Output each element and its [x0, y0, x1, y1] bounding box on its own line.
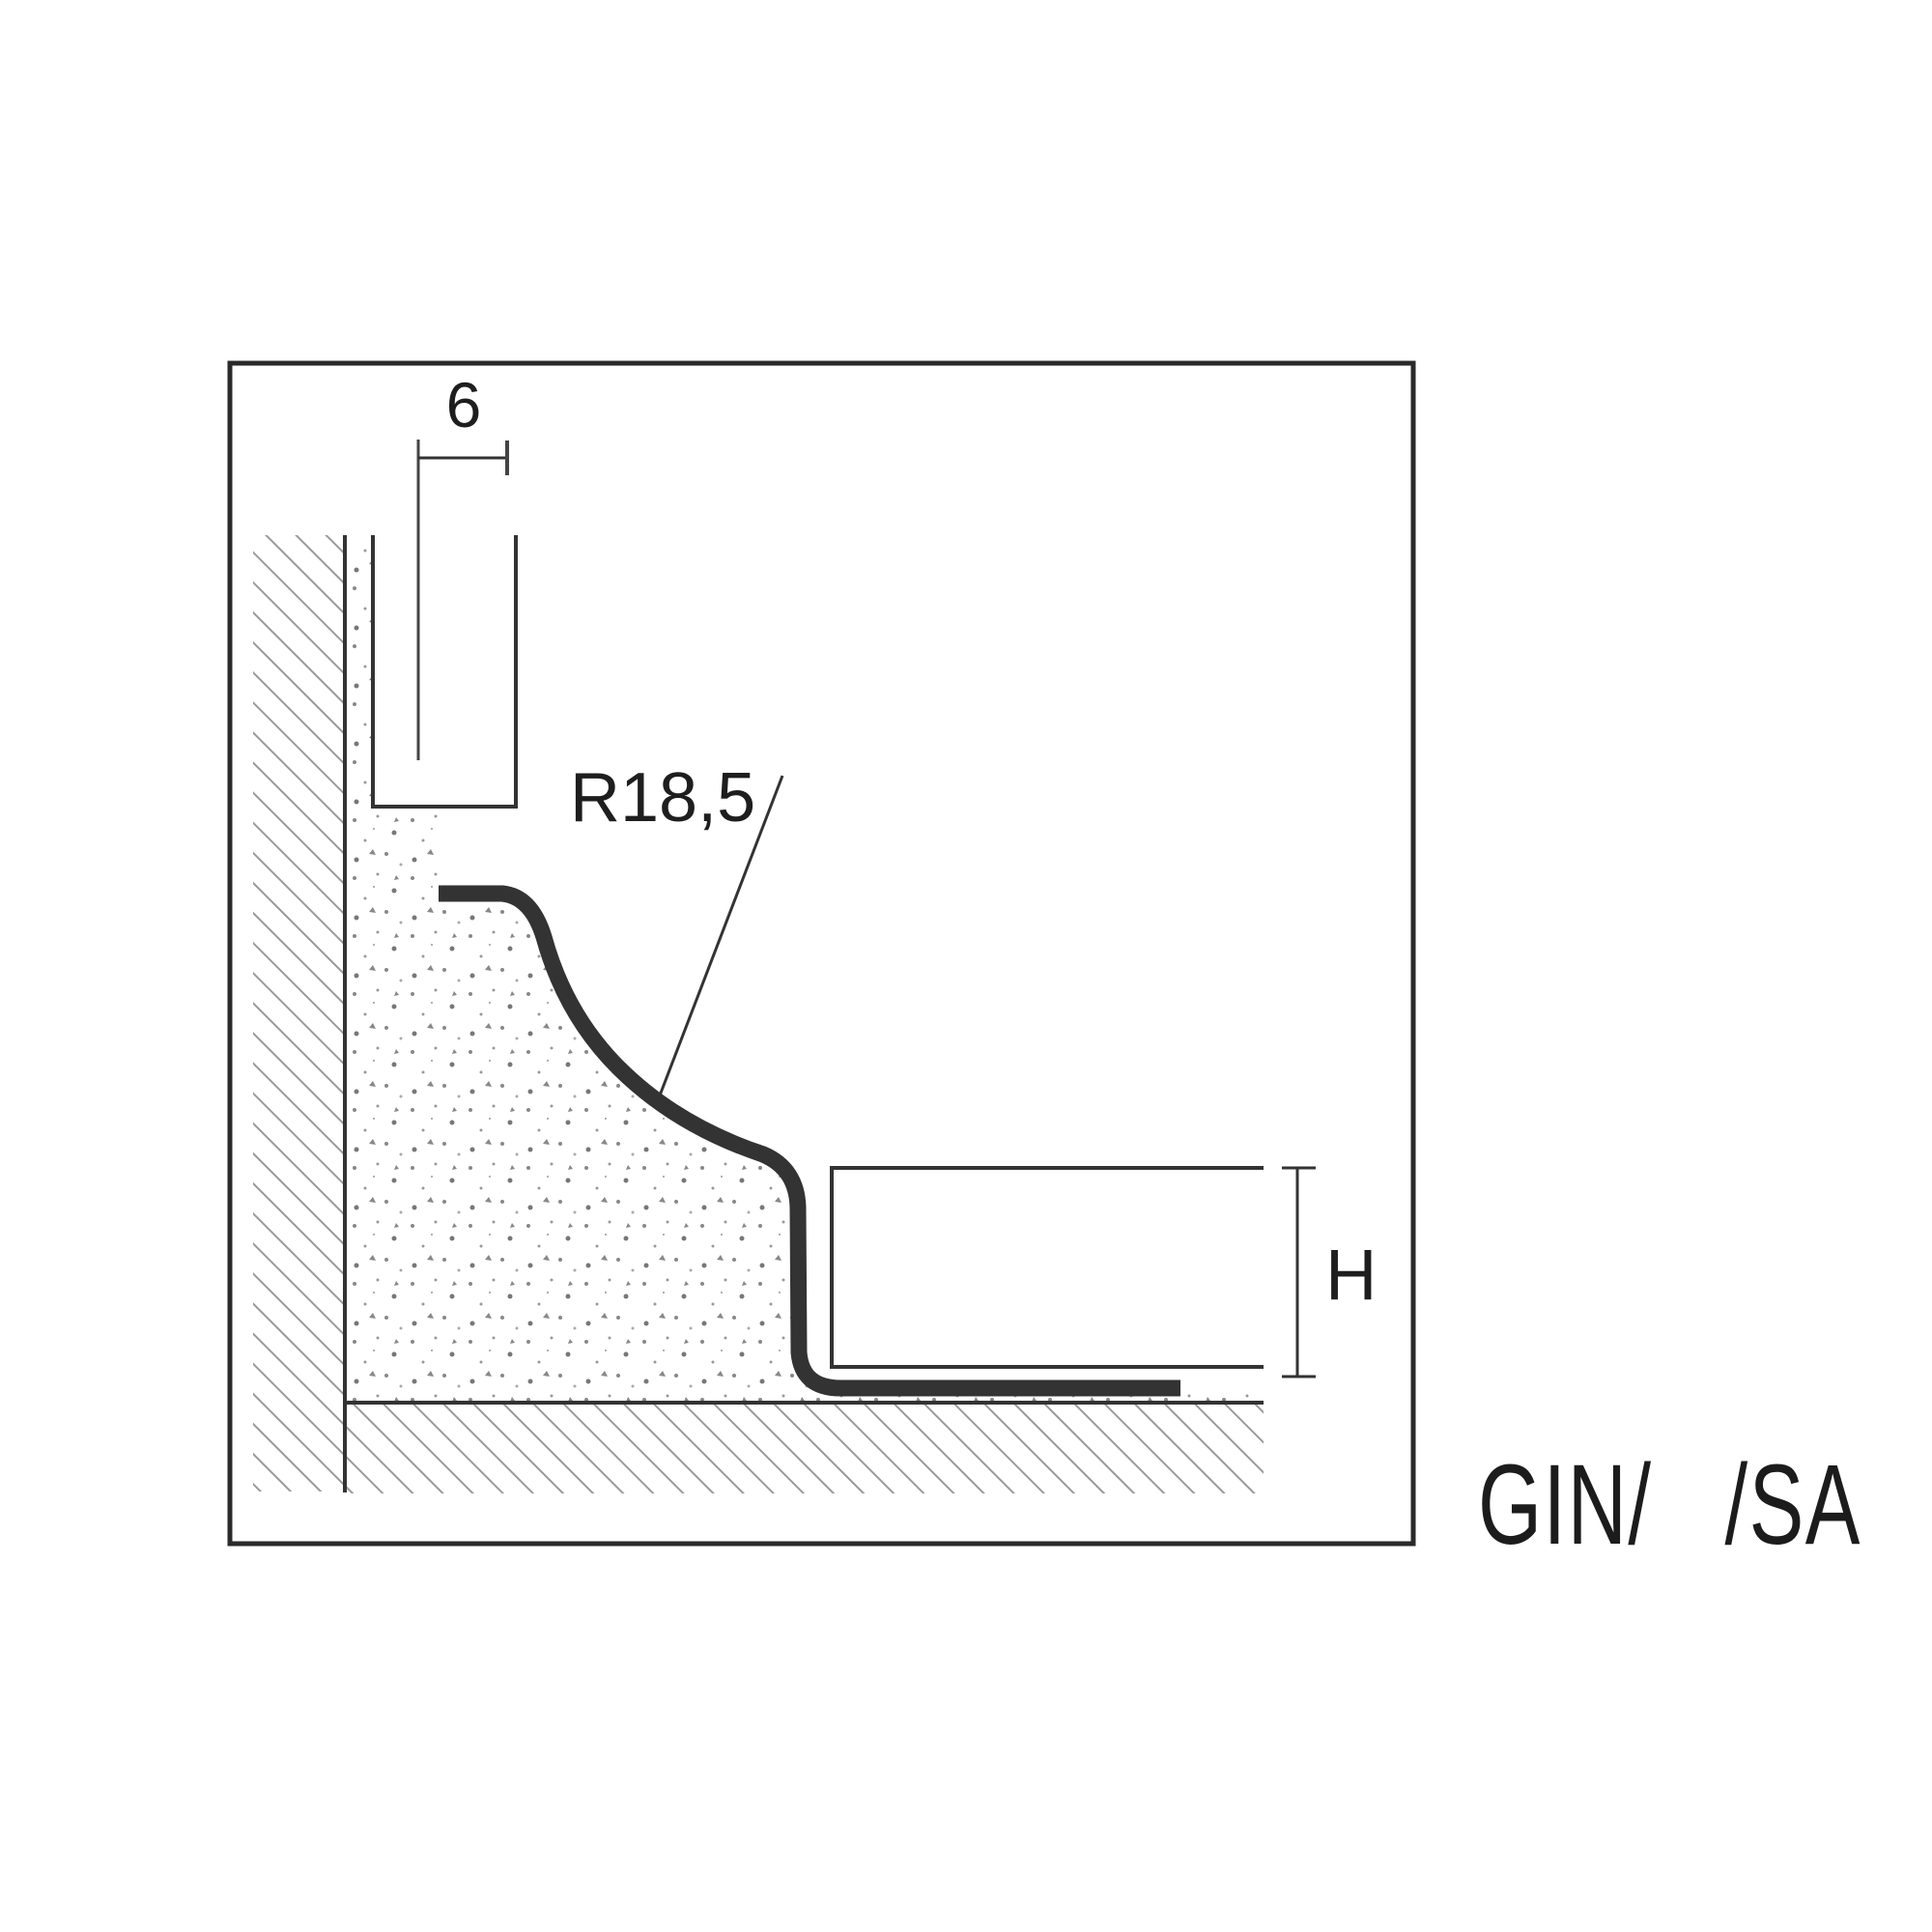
floor-tile-outline	[830, 1166, 1264, 1369]
dimension-width-label: 6	[446, 369, 482, 440]
radius-leader-line	[658, 775, 784, 1096]
product-code-label: GIN/ /SA	[1478, 1441, 1861, 1569]
profile-strip	[439, 885, 1180, 1397]
floor-hatch	[345, 1405, 1264, 1493]
wall-tile	[371, 535, 518, 809]
radius-label: R18,5	[570, 759, 755, 837]
floor-tile	[832, 1168, 1264, 1367]
height-label: H	[1325, 1235, 1377, 1315]
frame-border	[227, 360, 1416, 1547]
wall-hatch	[253, 535, 345, 1492]
adhesive-bed	[345, 535, 1264, 1403]
